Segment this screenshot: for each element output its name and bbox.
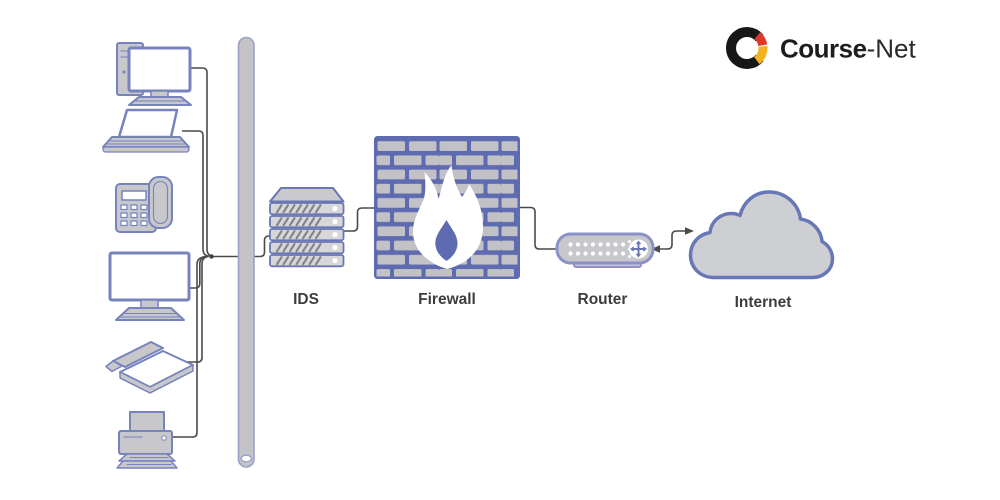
internet-cloud-icon [688, 190, 835, 280]
router-label: Router [578, 291, 628, 308]
internet-label: Internet [735, 294, 792, 311]
workstation-monitor-icon [108, 251, 191, 321]
connection-lines [170, 67, 694, 438]
wire-router-internet [659, 230, 686, 250]
arrowhead-to-internet-icon [685, 227, 694, 235]
lan-devices [102, 42, 194, 469]
ids-label: IDS [293, 291, 319, 308]
wire-bus-to-ids [212, 235, 271, 258]
firewall-label: Firewall [418, 291, 476, 308]
wire-printer [170, 255, 206, 438]
laptop-icon [102, 108, 190, 153]
router-nav-icon [629, 239, 648, 259]
brand-name-secondary: -Net [867, 34, 917, 64]
scanner-icon [105, 341, 194, 394]
wire-ids-to-firewall [343, 207, 376, 232]
wire-firewall-to-router [519, 206, 557, 250]
wire-scanner [172, 255, 209, 363]
router-icon [555, 232, 655, 268]
bus-junction-dot [209, 254, 214, 259]
wire-laptop [182, 130, 210, 258]
ids-server-icon [268, 187, 345, 268]
ip-phone-icon [115, 176, 173, 233]
firewall-icon [374, 136, 520, 279]
desktop-computer-icon [116, 42, 192, 106]
brand-name-primary: Course [780, 34, 867, 64]
wire-desktop [190, 67, 213, 258]
brand-logo: Course-Net [726, 27, 916, 69]
brand-name: Course-Net [780, 34, 916, 64]
arrowhead-to-router-icon [651, 245, 660, 253]
flame-icon [412, 165, 484, 269]
logo-ring-icon [726, 27, 768, 69]
network-bus [237, 36, 255, 468]
printer-icon [116, 411, 178, 469]
router-ports [568, 240, 631, 258]
